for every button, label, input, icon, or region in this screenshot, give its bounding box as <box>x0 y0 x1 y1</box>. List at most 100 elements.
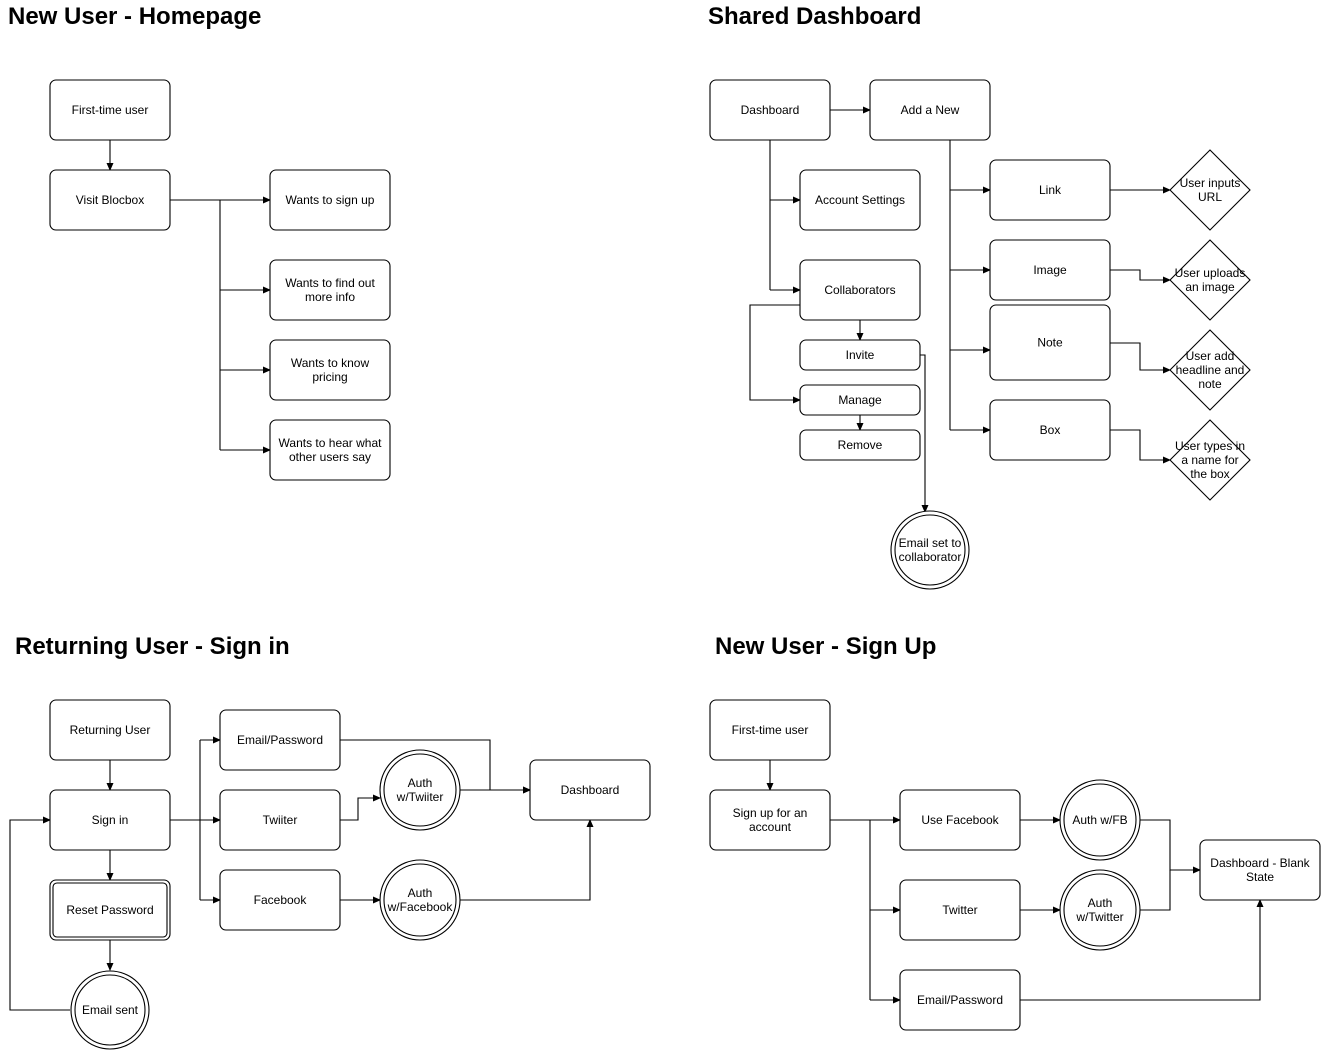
node-d-box: Box <box>989 399 1111 461</box>
node-label: a name for <box>1181 453 1238 467</box>
node-label: User inputs <box>1180 176 1241 190</box>
node-label: Facebook <box>254 893 308 907</box>
edge-twitter-to-authtw <box>340 794 381 821</box>
section-title-signin: Returning User - Sign in <box>15 633 290 660</box>
process-box <box>989 239 1111 301</box>
terminal-circle-inner <box>74 974 146 1046</box>
node-label: headline and <box>1176 363 1245 377</box>
node-d-manage: Manage <box>799 384 921 416</box>
node-s-emailpw: Email/Password <box>219 709 341 771</box>
edge-note-to-headline <box>1110 342 1171 374</box>
node-label: Email/Password <box>917 993 1003 1007</box>
process-box <box>269 259 391 321</box>
node-label: Remove <box>838 438 883 452</box>
edge-invite-to-email <box>920 354 929 513</box>
process-box <box>49 79 171 141</box>
decision-diamond <box>1169 149 1251 231</box>
node-u-first: First-time user <box>709 699 831 761</box>
process-box <box>49 789 171 851</box>
terminal-circle-inner <box>1063 873 1137 947</box>
node-label: Add a New <box>901 103 960 117</box>
edge-collab-to-manage <box>749 304 801 404</box>
node-s-signin: Sign in <box>49 789 171 851</box>
process-box <box>899 879 1021 941</box>
node-label: pricing <box>312 370 347 384</box>
node-d-account: Account Settings <box>799 169 921 231</box>
edge-emailsent-to-signin <box>9 816 70 1011</box>
process-box <box>799 339 921 371</box>
process-box <box>529 759 651 821</box>
node-label: Twiiter <box>263 813 298 827</box>
node-label: w/Facebook <box>387 900 454 914</box>
node-label: Dashboard <box>741 103 800 117</box>
node-u-facebook: Use Facebook <box>899 789 1021 851</box>
process-box <box>709 79 831 141</box>
node-s-twitter: Twiiter <box>219 789 341 851</box>
node-label: other users say <box>289 450 371 464</box>
node-d-invite: Invite <box>799 339 921 371</box>
node-label: First-time user <box>72 103 149 117</box>
node-label: Image <box>1033 263 1067 277</box>
node-label: Email/Password <box>237 733 323 747</box>
process-box <box>219 789 341 851</box>
process-box-inner <box>52 882 168 938</box>
process-box <box>799 429 921 461</box>
node-u-emailpw: Email/Password <box>899 969 1021 1031</box>
section-title-dashboard: Shared Dashboard <box>708 3 921 30</box>
node-label: Link <box>1039 183 1062 197</box>
edge-box-to-boxname <box>1110 429 1171 464</box>
node-label: Dashboard <box>561 783 620 797</box>
process-box <box>989 399 1111 461</box>
edge-authtw-to-dash <box>1140 870 1171 911</box>
process-box <box>269 339 391 401</box>
node-label: more info <box>305 290 355 304</box>
process-box <box>799 259 921 321</box>
node-label: Manage <box>838 393 882 407</box>
node-label: Auth <box>408 886 433 900</box>
node-s-emailsent: Email sent <box>70 970 150 1050</box>
node-h-visit: Visit Blocbox <box>49 169 171 231</box>
process-box <box>709 789 831 851</box>
node-label: Use Facebook <box>921 813 999 827</box>
node-label: Collaborators <box>824 283 895 297</box>
process-box <box>709 699 831 761</box>
node-s-returning: Returning User <box>49 699 171 761</box>
node-label: Box <box>1040 423 1061 437</box>
node-d-addnew: Add a New <box>869 79 991 141</box>
process-box <box>219 869 341 931</box>
process-box <box>989 304 1111 381</box>
terminal-circle-inner <box>894 514 966 586</box>
node-d-remove: Remove <box>799 429 921 461</box>
node-label: User uploads <box>1175 266 1246 280</box>
node-s-dash: Dashboard <box>529 759 651 821</box>
node-d-dash: Dashboard <box>709 79 831 141</box>
node-h-first: First-time user <box>49 79 171 141</box>
process-box <box>269 419 391 481</box>
connectors <box>9 106 1264 1011</box>
node-label: Email sent <box>82 1003 139 1017</box>
terminal-circle-inner <box>383 753 457 827</box>
process-box <box>49 169 171 231</box>
node-label: Auth w/FB <box>1072 813 1127 827</box>
process-box <box>219 709 341 771</box>
node-label: account <box>749 820 792 834</box>
node-label: URL <box>1198 190 1222 204</box>
process-box <box>1199 839 1321 901</box>
node-label: Dashboard - Blank <box>1210 856 1310 870</box>
node-label: collaborator <box>899 550 962 564</box>
node-label: w/Twitter <box>1075 910 1123 924</box>
node-label: w/Twiiter <box>396 790 444 804</box>
node-label: Returning User <box>70 723 151 737</box>
node-label: Wants to find out <box>285 276 375 290</box>
node-label: the box <box>1190 467 1229 481</box>
decision-diamond <box>1169 329 1251 411</box>
node-h-signup: Wants to sign up <box>269 169 391 231</box>
node-d-collab: Collaborators <box>799 259 921 321</box>
